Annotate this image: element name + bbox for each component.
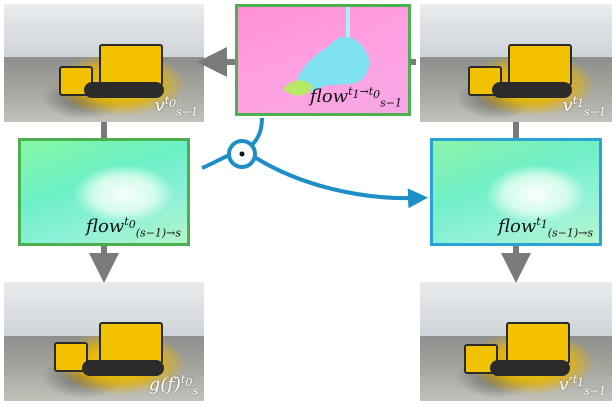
label-top-middle: flowt1→t0s−1 xyxy=(309,85,402,110)
frame-bottom-left: g(f)t0s xyxy=(4,282,204,401)
frame-top-right: vt1s−1 xyxy=(420,4,612,122)
blue-curve-right xyxy=(254,156,428,209)
bulldozer-tread xyxy=(82,360,164,376)
label-mid-right: flowt1(s−1)→s xyxy=(498,215,593,240)
flow-panel-mid-right: flowt1(s−1)→s xyxy=(430,138,602,246)
frame-bottom-right: v′t1s−1 xyxy=(420,282,612,401)
bulldozer-tread xyxy=(84,82,164,98)
label-top-right: vt1s−1 xyxy=(562,94,606,119)
flow-panel-mid-left: flowt0(s−1)→s xyxy=(18,138,190,246)
circle-dot-icon xyxy=(227,139,257,169)
label-mid-left: flowt0(s−1)→s xyxy=(86,215,181,240)
flow-blob xyxy=(283,7,370,96)
bulldozer-body xyxy=(506,322,570,364)
bulldozer-tread xyxy=(490,360,570,376)
label-bottom-right: v′t1s−1 xyxy=(558,373,606,398)
flow-panel-top-middle: flowt1→t0s−1 xyxy=(235,4,411,116)
label-bottom-left: g(f)t0s xyxy=(148,373,198,398)
bulldozer-tread xyxy=(492,82,572,98)
label-top-left: vt0s−1 xyxy=(154,94,198,119)
frame-top-left: vt0s−1 xyxy=(4,4,204,122)
